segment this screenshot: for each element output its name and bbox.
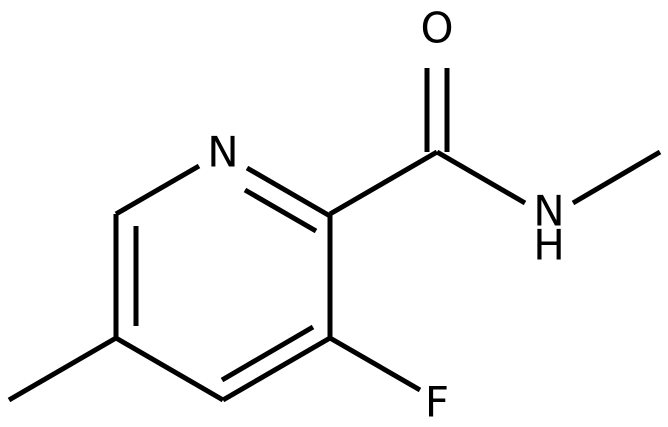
bond-c3-c4-inner [220, 324, 315, 383]
bond-c2-carbonyl [328, 149, 439, 217]
amide-nitrogen-label: N [533, 187, 564, 236]
bond-c5-methyl [7, 335, 118, 403]
bond-carbonyl-n [435, 149, 527, 206]
oxygen-label: O [420, 4, 453, 53]
bond-c3-f [328, 335, 422, 393]
bond-n1-c2 [245, 165, 332, 219]
fluorine-label: F [425, 378, 449, 427]
bond-n-methyl [571, 149, 662, 206]
bond-n1-c2-inner [243, 187, 318, 234]
ring-nitrogen-label: N [207, 128, 238, 177]
bond-c6-n1 [114, 163, 201, 217]
bond-c4-c5 [114, 335, 225, 403]
bond-c3-c4 [221, 335, 332, 403]
amide-hydrogen-label: H [533, 221, 565, 270]
